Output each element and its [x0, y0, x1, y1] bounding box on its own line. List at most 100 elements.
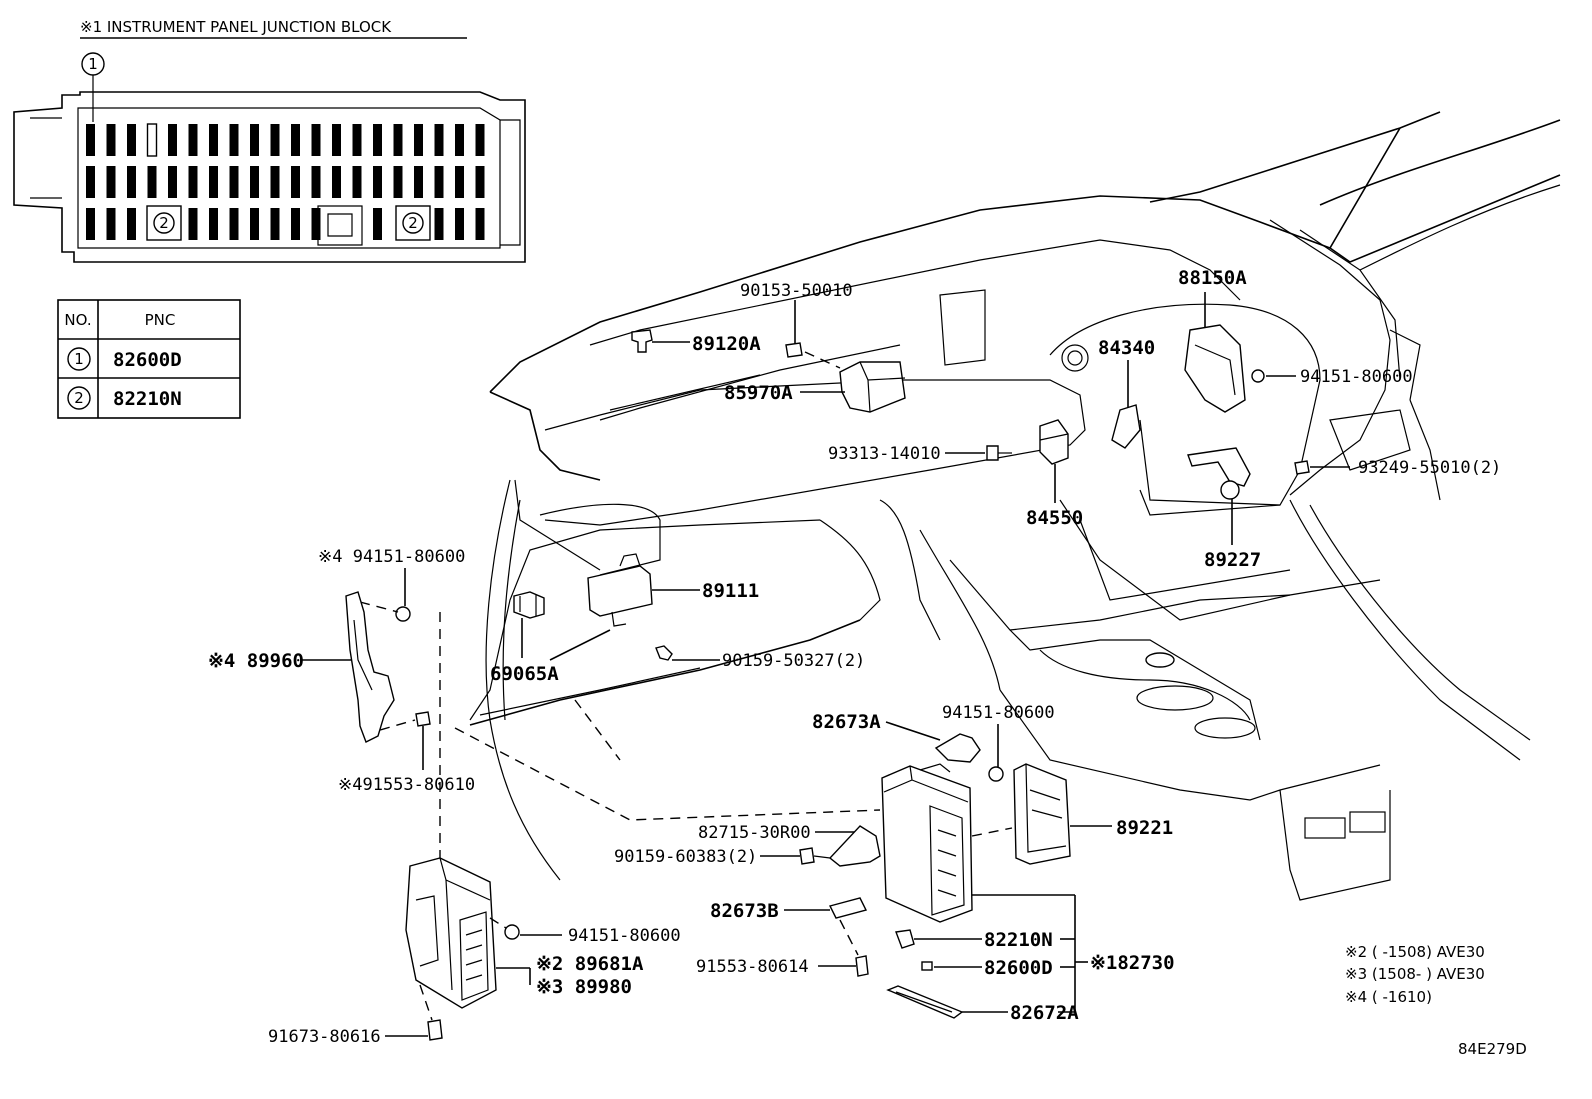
note-line-3: ※4 ( -1610) [1345, 988, 1432, 1006]
pnc-table: NO. PNC 1 82600D 2 82210N [57, 299, 241, 419]
part-82715-30R00[interactable]: 82715-30R00 [698, 823, 881, 867]
label-88150A: 88150A [1178, 267, 1247, 289]
diagram-id: 84E279D [1458, 1040, 1527, 1058]
fuse-slot [86, 124, 95, 156]
part-82730-junction-block[interactable]: ※182730 [881, 763, 1175, 1012]
part-89681A[interactable]: ※2 89681A ※3 89980 [405, 857, 644, 1009]
part-89227[interactable]: 89227 [1187, 447, 1261, 571]
fuse-slot [434, 166, 444, 198]
label-69065A: 69065A [490, 663, 559, 685]
part-82673A[interactable]: 82673A [812, 711, 981, 763]
dashboard-outline [469, 111, 1561, 901]
table-header-pnc: PNC [145, 311, 176, 329]
fuse-grid [86, 123, 485, 240]
part-89111[interactable]: 89111 [587, 553, 759, 627]
fuse-slot [475, 124, 485, 156]
fuse-slot [414, 124, 423, 156]
connector-socket [317, 205, 363, 246]
fuse-slot [250, 166, 259, 198]
marker-1-label: 1 [88, 55, 98, 73]
label-89111: 89111 [702, 580, 759, 602]
part-82210N[interactable]: 82210N [895, 929, 1075, 951]
fuse-slot [229, 166, 239, 198]
part-94151-80600-mid[interactable]: 94151-80600 [942, 703, 1055, 782]
fuse-slot [455, 208, 464, 240]
fuse-slot [106, 166, 116, 198]
fuse-slot [311, 166, 321, 198]
note-line-1: ※2 ( -1508) AVE30 [1345, 943, 1485, 961]
junction-block-panel [77, 107, 501, 249]
label-84340: 84340 [1098, 337, 1155, 359]
part-93313-14010[interactable]: 93313-14010 [828, 444, 1012, 464]
part-90159-60383[interactable]: 90159-60383(2) [614, 847, 831, 867]
fuse-slot [188, 208, 198, 240]
fuse-slot [291, 124, 300, 156]
fuse-slot [188, 124, 198, 156]
marker-2-box-left [146, 205, 182, 241]
part-91673-80616[interactable]: 91673-80616 [268, 984, 443, 1047]
part-90159-50327[interactable]: 90159-50327(2) [655, 645, 865, 671]
fuse-slot [147, 166, 157, 198]
fuse-slot [86, 166, 95, 198]
fuse-slot [146, 123, 158, 157]
table-header-no: NO. [64, 311, 91, 329]
fuse-slot [332, 166, 341, 198]
fuse-slot [291, 208, 300, 240]
junction-block-housing [13, 91, 526, 263]
part-89120A[interactable]: 89120A [631, 329, 761, 355]
label-82673A: 82673A [812, 711, 881, 733]
part-84340[interactable]: 84340 [1098, 337, 1155, 449]
part-93249-55010[interactable]: 93249-55010(2) [1294, 458, 1501, 478]
fuse-slot [475, 208, 485, 240]
fuse-slot [434, 208, 444, 240]
label-90159-60383: 90159-60383(2) [614, 847, 757, 867]
part-91553-80614[interactable]: 91553-80614 [696, 919, 869, 977]
part-85970A[interactable]: 85970A [724, 361, 906, 413]
label-82210N: 82210N [984, 929, 1053, 951]
part-88150A[interactable]: 88150A [1178, 267, 1247, 413]
label-85970A: 85970A [724, 382, 793, 404]
fuse-slot [434, 124, 444, 156]
part-82673B[interactable]: 82673B [710, 897, 868, 922]
part-82600D[interactable]: 82600D [921, 957, 1075, 979]
fuse-slot [106, 124, 116, 156]
table-row-1-pnc: 82600D [113, 349, 182, 371]
fuse-slot [127, 208, 136, 240]
fuse-slot [188, 166, 198, 198]
junction-block-title: ※1 INSTRUMENT PANEL JUNCTION BLOCK [80, 18, 392, 36]
fuse-slot [270, 166, 280, 198]
fuse-slot [209, 124, 218, 156]
fuse-slot [475, 166, 485, 198]
label-94151-80600-left: ※4 94151-80600 [318, 547, 465, 567]
fuse-slot [332, 124, 341, 156]
label-94151-80600-top: 94151-80600 [1300, 367, 1413, 387]
part-89960[interactable]: ※4 94151-80600 ※4 89960 ※491553-80610 [208, 547, 475, 795]
part-94151-80600-top[interactable]: 94151-80600 [1251, 367, 1413, 387]
table-row-2-no: 2 [74, 389, 84, 407]
table-row-2-pnc: 82210N [113, 388, 182, 410]
part-90153-50010[interactable]: 90153-50010 [740, 281, 853, 369]
part-84550[interactable]: 84550 [1026, 419, 1083, 529]
label-90159-50327: 90159-50327(2) [722, 651, 865, 671]
part-69065A[interactable]: 69065A [490, 591, 611, 685]
label-93313-14010: 93313-14010 [828, 444, 941, 464]
part-82672A[interactable]: 82672A [886, 985, 1079, 1024]
note-line-2: ※3 (1508- ) AVE30 [1345, 965, 1485, 983]
fuse-slot [127, 166, 136, 198]
part-89221[interactable]: 89221 [971, 763, 1173, 865]
table-row-1-no: 1 [74, 350, 84, 368]
fuse-slot [168, 166, 177, 198]
part-94151-80600-low[interactable]: 94151-80600 [489, 917, 681, 946]
fuse-slot [455, 166, 464, 198]
junction-block-inset: ※1 INSTRUMENT PANEL JUNCTION BLOCK 1 2 2 [13, 18, 526, 263]
label-94151-80600-low: 94151-80600 [568, 926, 681, 946]
fuse-slot [209, 166, 218, 198]
label-82715-30R00: 82715-30R00 [698, 823, 811, 843]
applicability-notes: ※2 ( -1508) AVE30 ※3 (1508- ) AVE30 ※4 (… [1345, 943, 1485, 1006]
label-91673-80616: 91673-80616 [268, 1027, 381, 1047]
fuse-slot [291, 166, 300, 198]
label-91553-80614: 91553-80614 [696, 957, 809, 977]
label-89221: 89221 [1116, 817, 1173, 839]
fuse-slot [250, 208, 259, 240]
